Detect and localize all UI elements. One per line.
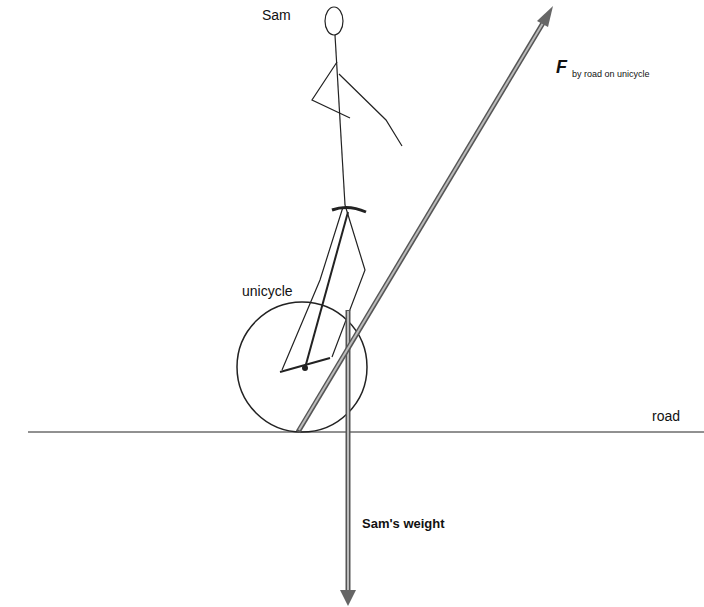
- force-symbol: F: [556, 58, 567, 78]
- arrowhead: [340, 590, 356, 606]
- force-subscript: by road on unicycle: [572, 70, 650, 80]
- seat: [332, 207, 366, 212]
- arrowhead: [537, 6, 553, 27]
- person-label: Sam: [262, 8, 291, 23]
- force-arrow-outline: [298, 18, 546, 432]
- crank: [280, 358, 330, 372]
- road-line: [28, 432, 704, 433]
- arm: [339, 74, 402, 146]
- force-arrow-core: [299, 18, 546, 430]
- force-label: Sam's weight: [362, 517, 445, 531]
- head: [325, 7, 343, 35]
- part-label: unicycle: [242, 284, 293, 299]
- arm: [312, 62, 350, 118]
- surface-label: road: [652, 409, 680, 424]
- body: [335, 35, 345, 205]
- seat-post: [305, 212, 348, 368]
